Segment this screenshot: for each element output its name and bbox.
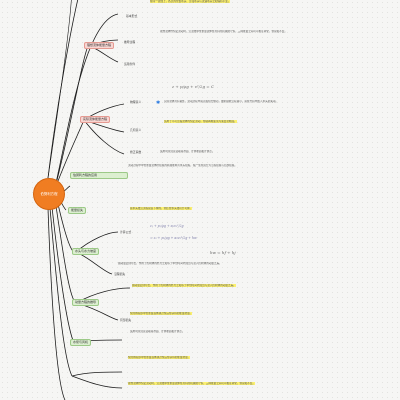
note-momentum-derivation: 由动量定理导出，作用于控制体的外力之和等于单位时间内流出与流入控制体的动量之差。 xyxy=(132,284,236,287)
note-application-tips: 运用时须注意选取基准面、计算断面和计算点。 xyxy=(130,330,185,333)
root-topic[interactable]: 伯努利方程 xyxy=(33,178,65,210)
topic-momentum[interactable]: 动量方程的推导 xyxy=(72,299,100,306)
handwriting-line-1: z₁ + p₁/ρg + α₁v₁²/2g xyxy=(150,224,184,228)
topic-pump[interactable]: 水泵与风机 xyxy=(70,339,92,346)
sub-friction-loss[interactable]: 沿程损失 xyxy=(114,272,126,276)
sub-physical-meaning[interactable]: 物理意义 xyxy=(130,100,142,104)
handwriting-line-2: = z₂ + p₂/ρg + α₂v₂²/2g + hw xyxy=(150,236,197,240)
bulb-icon: ✱ xyxy=(156,100,161,106)
note-head-loss: 流动过程中单位重量流体所损失的机械能称为水头损失，按产生原因分为沿程损失与局部损… xyxy=(128,164,237,167)
sub-conditions[interactable]: 适用条件 xyxy=(124,62,136,66)
note-correction: 运用时须注意选取基准面、计算断面和计算点。 xyxy=(160,150,215,153)
note-head-line: 总水头线沿流程总是下降的，测压管水头线可升可降。 xyxy=(130,207,193,210)
sub-geometric-meaning[interactable]: 几何意义 xyxy=(130,128,142,132)
note-pump-head: 泵的扬程即单位重量液体通过泵后所获得的能量增量。 xyxy=(130,312,193,315)
formula-loss: hw = hf + hj xyxy=(210,250,236,255)
topic-energy-loss[interactable]: 能量损失 xyxy=(68,207,87,214)
sub-formula[interactable]: 计算公式 xyxy=(120,230,132,234)
note-pump: 泵的扬程即单位重量液体通过泵后所获得的能量增量。 xyxy=(128,356,191,359)
note-ideal-energy: 理想流体作恒定流动时，沿流线单位重量流体所具有的机械能守恒，三种能量之间可以相互… xyxy=(160,30,288,33)
note-conditions: 适用于不可压缩流体的恒定流动，所取两断面须为渐变流断面。 xyxy=(164,120,237,123)
sub-basic-form[interactable]: 基本形式 xyxy=(126,14,138,18)
topic-application[interactable]: 伯努利方程的应用 xyxy=(70,172,128,179)
sub-correction-factor[interactable]: 修正系数 xyxy=(130,150,142,154)
note-summary: 理想流体作恒定流动时，沿流线单位重量流体所具有的机械能守恒，三种能量之间可以相互… xyxy=(128,382,256,385)
note-momentum: 由动量定理导出，作用于控制体的外力之和等于单位时间内流出与流入控制体的动量之差。 xyxy=(118,262,222,265)
topic-real-flow[interactable]: 实际流体能量方程 xyxy=(80,116,111,123)
note-streamline: 在同一流线上，各点的位置水头、压强水头与流速水头之和保持不变。 xyxy=(150,0,231,3)
sub-derivation[interactable]: 推导过程 xyxy=(124,40,136,44)
topic-ideal-flow[interactable]: 理想流体能量方程 xyxy=(84,42,115,49)
sub-local-loss[interactable]: 局部损失 xyxy=(120,318,132,322)
note-real-viscous: 实际流体具有粘性，流动过程中需克服阻力做功，故机械能沿程减小，需在方程中加入水头… xyxy=(164,100,279,103)
formula-bernoulli: z + p/ρg + v²/2g = C xyxy=(172,84,214,89)
topic-head-slope[interactable]: 水头与水力坡度 xyxy=(72,248,100,255)
